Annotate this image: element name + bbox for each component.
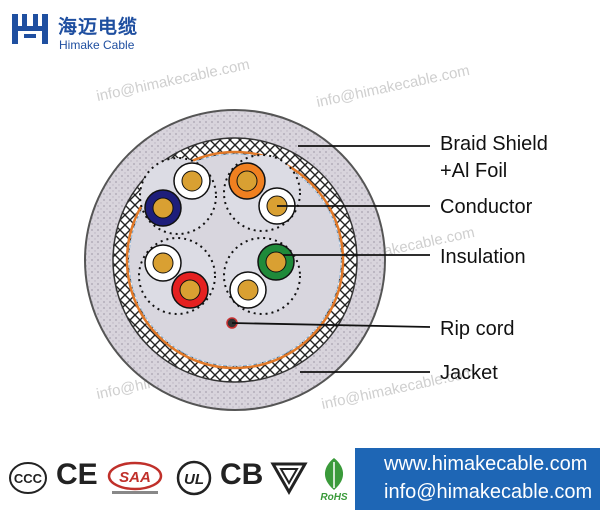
contact-box — [355, 448, 600, 510]
conductor — [181, 170, 203, 192]
himake-logo-icon — [12, 14, 48, 44]
ul-cert-icon: UL — [176, 460, 212, 496]
label-al-foil: +Al Foil — [440, 160, 508, 182]
label-insulation: Insulation — [440, 246, 526, 268]
svg-text:SAA: SAA — [119, 469, 151, 486]
brand-name-cn: 海迈电缆 — [58, 17, 139, 38]
svg-text:CCC: CCC — [14, 471, 43, 486]
conductor — [152, 197, 174, 219]
label-rip-cord: Rip cord — [440, 318, 515, 340]
al-foil-layer — [125, 150, 345, 370]
conductor — [237, 279, 259, 301]
leader-line-ripcord — [231, 322, 431, 328]
website-link[interactable]: www.himakecable.com — [384, 453, 588, 475]
rohs-cert-icon: RoHS — [320, 458, 348, 502]
conductor — [236, 170, 258, 192]
svg-text:UL: UL — [184, 471, 204, 488]
label-braid-shield: Braid Shield — [440, 133, 548, 155]
brand-name-en: Himake Cable — [59, 38, 135, 52]
label-jacket: Jacket — [440, 362, 498, 384]
conductor — [179, 279, 201, 301]
email-link[interactable]: info@himakecable.com — [384, 481, 593, 503]
saa-cert-icon: SAA — [107, 461, 163, 494]
conductor — [265, 251, 287, 273]
ccc-cert-icon: CCC — [9, 462, 47, 494]
svg-text:RoHS: RoHS — [320, 492, 348, 502]
conductor — [152, 252, 174, 274]
cqc-cert-icon — [270, 462, 308, 496]
cable-cross-section — [84, 109, 431, 411]
brand-logo: 海迈电缆 Himake Cable — [10, 8, 160, 53]
ce-cert-icon: CE — [56, 458, 98, 491]
footer: CCC CE SAA UL CB RoHS www.himakecable.co… — [0, 448, 600, 510]
label-conductor: Conductor — [440, 196, 533, 218]
cb-cert-icon: CB — [220, 458, 264, 491]
